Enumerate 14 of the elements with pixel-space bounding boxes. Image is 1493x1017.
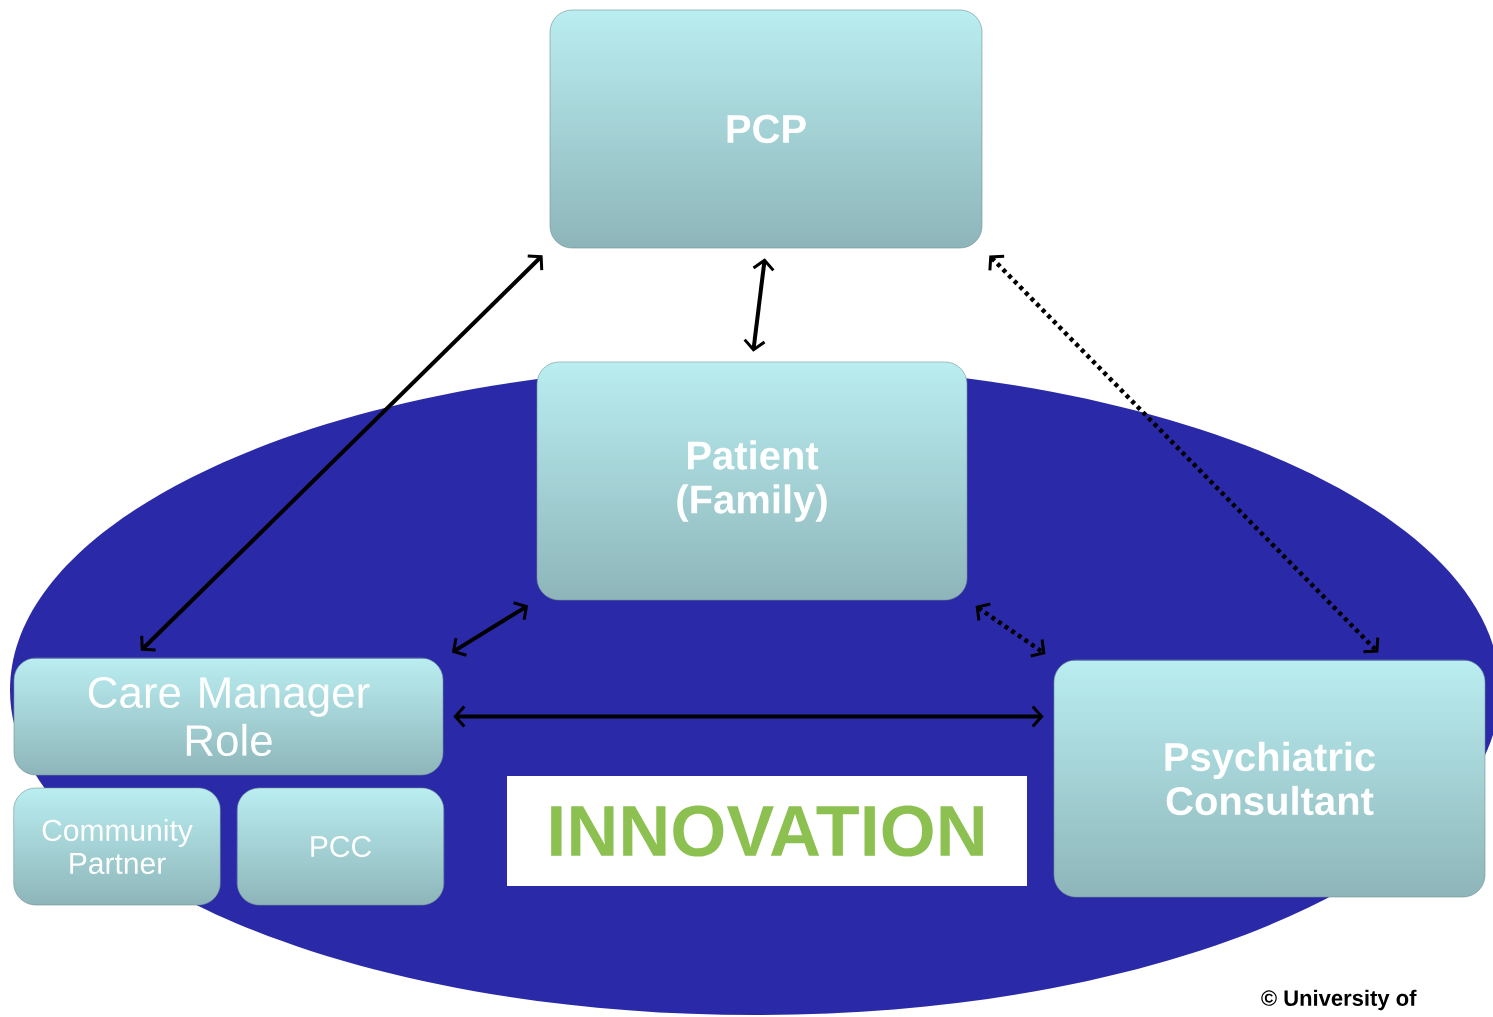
arrow: [453, 705, 1044, 728]
rounded-box: PCC: [236, 787, 445, 906]
arrow: [451, 601, 529, 657]
rounded-box: Psychiatric Consultant: [1053, 659, 1486, 898]
rounded-box: Community Partner: [13, 787, 221, 906]
text-panel: INNOVATION: [507, 776, 1027, 886]
rounded-box: Patient (Family): [536, 361, 968, 601]
rounded-box: Care Manager Role: [13, 657, 444, 776]
rounded-box: PCP: [549, 9, 983, 249]
arrow: [140, 254, 544, 652]
arrow: [975, 602, 1046, 658]
arrow: [988, 254, 1380, 654]
copyright-note: © University of: [1261, 989, 1417, 1011]
arrow: [743, 258, 775, 352]
